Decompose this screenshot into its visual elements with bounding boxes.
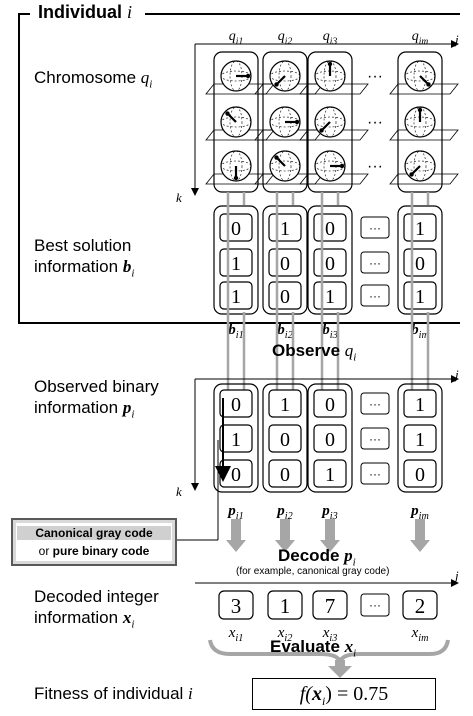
x-column-label: xim bbox=[411, 625, 429, 644]
observed-cell-value: 0 bbox=[280, 464, 290, 486]
k-axis-label-observed: k bbox=[176, 484, 182, 499]
x-column-label: xi1 bbox=[228, 625, 244, 644]
best-ellipsis: ··· bbox=[369, 256, 381, 270]
observed-cell-value: 1 bbox=[231, 429, 241, 451]
pure-binary-code-label: or pure binary code bbox=[13, 544, 175, 558]
decoded-cell-value: 3 bbox=[231, 594, 242, 618]
best-cell-value: 0 bbox=[280, 286, 290, 308]
qubit-state-point bbox=[246, 74, 250, 78]
decoded-cell-value: 7 bbox=[325, 594, 336, 618]
qubit-state-point bbox=[409, 172, 413, 176]
observed-ellipsis: ··· bbox=[369, 432, 381, 446]
best-cell-value: 1 bbox=[231, 253, 241, 275]
fitness-value-box: f(xi) = 0.75 bbox=[252, 678, 436, 710]
observed-ellipsis: ··· bbox=[369, 467, 381, 481]
evaluate-label: Evaluate xi bbox=[270, 636, 356, 664]
qubit-state-point bbox=[274, 155, 278, 159]
observed-cell-value: 0 bbox=[231, 394, 241, 416]
observed-ellipsis: ··· bbox=[369, 397, 381, 411]
code-type-box: Canonical gray code or pure binary code bbox=[11, 518, 177, 566]
observed-cell-value: 0 bbox=[231, 464, 241, 486]
best-cell-value: 1 bbox=[325, 286, 335, 308]
decoded-ellipsis: ··· bbox=[369, 598, 381, 612]
best-cell-value: 1 bbox=[280, 218, 290, 240]
observed-cell-value: 0 bbox=[325, 429, 335, 451]
best-ellipsis: ··· bbox=[369, 289, 381, 303]
decode-arrow-shaft bbox=[280, 519, 290, 541]
observed-cell-value: 0 bbox=[325, 394, 335, 416]
chromosome-ellipsis: ··· bbox=[367, 114, 383, 131]
decoded-cell-value: 1 bbox=[280, 594, 291, 618]
best-solution-label: Best solutioninformation bi bbox=[34, 235, 134, 284]
decode-arrow-head bbox=[410, 540, 430, 552]
best-cell-value: 1 bbox=[415, 218, 425, 240]
decode-arrow-head bbox=[226, 540, 246, 552]
chromosome-label: Chromosome qi bbox=[34, 67, 152, 95]
qubit-state-point bbox=[234, 176, 238, 180]
j-axis-label: j bbox=[453, 32, 459, 47]
j-axis-label-observed: j bbox=[453, 367, 459, 382]
decode-note: (for example, canonical gray code) bbox=[236, 566, 389, 578]
observed-cell-value: 1 bbox=[280, 394, 290, 416]
observed-cell-value: 0 bbox=[415, 464, 425, 486]
canonical-gray-code-label: Canonical gray code bbox=[17, 526, 171, 540]
best-cell-value: 1 bbox=[231, 286, 241, 308]
individual-title: Individual i bbox=[34, 2, 136, 23]
b-column-label: bi1 bbox=[228, 322, 243, 341]
observed-cell-value: 1 bbox=[325, 464, 335, 486]
qubit-state-point bbox=[426, 82, 430, 86]
best-ellipsis: ··· bbox=[369, 221, 381, 235]
best-cell-value: 0 bbox=[231, 218, 241, 240]
qubit-state-point bbox=[319, 128, 323, 132]
b-column-label: bim bbox=[411, 322, 429, 341]
decode-arrow-shaft bbox=[415, 519, 425, 541]
best-cell-value: 0 bbox=[415, 253, 425, 275]
observe-label: Observe qi bbox=[272, 340, 356, 368]
decode-arrow-shaft bbox=[231, 519, 241, 541]
best-cell-value: 0 bbox=[280, 253, 290, 275]
qubit-state-point bbox=[340, 164, 344, 168]
best-cell-value: 0 bbox=[325, 253, 335, 275]
evaluate-arrow-head bbox=[328, 666, 352, 678]
decoded-cell-value: 2 bbox=[415, 594, 426, 618]
qubit-state-point bbox=[328, 62, 332, 66]
k-axis-label: k bbox=[176, 190, 182, 205]
qubit-state-point bbox=[295, 120, 299, 124]
observed-cell-value: 1 bbox=[415, 394, 425, 416]
fitness-label: Fitness of individual i bbox=[34, 683, 193, 704]
qubit-state-point bbox=[274, 82, 278, 86]
observed-cell-value: 0 bbox=[280, 429, 290, 451]
b-column-label: bi2 bbox=[277, 322, 292, 341]
decode-arrow-shaft bbox=[325, 519, 335, 541]
qubit-state-point bbox=[418, 108, 422, 112]
chromosome-ellipsis: ··· bbox=[367, 158, 383, 175]
j-axis-label-decoded: j bbox=[453, 568, 459, 583]
observed-cell-value: 1 bbox=[415, 429, 425, 451]
chromosome-ellipsis: ··· bbox=[367, 68, 383, 85]
best-cell-value: 0 bbox=[325, 218, 335, 240]
best-cell-value: 1 bbox=[415, 286, 425, 308]
b-column-label: bi3 bbox=[322, 322, 337, 341]
qubit-state-point bbox=[225, 111, 229, 115]
